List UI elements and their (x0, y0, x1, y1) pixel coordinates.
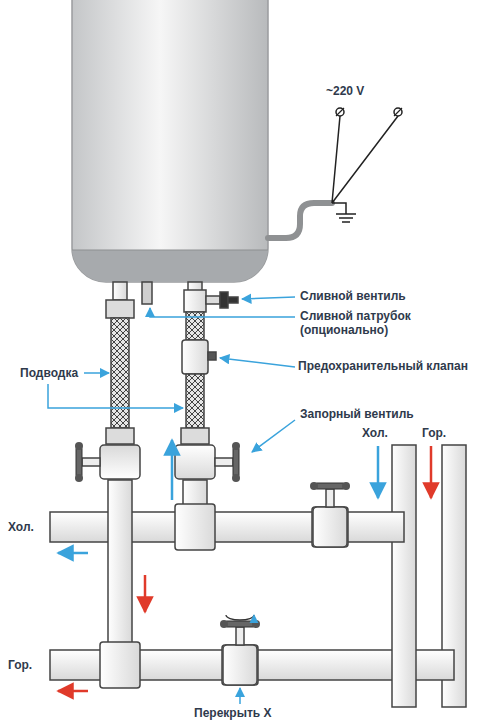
valves (75, 442, 350, 685)
flow-arrows (58, 440, 431, 691)
power-cable (268, 108, 402, 238)
part-label: Подводка (18, 366, 80, 380)
voltage-label: ~220 V (324, 84, 366, 98)
hoses (106, 282, 238, 444)
pipework (50, 445, 466, 707)
flow-label: Гор. (6, 658, 34, 672)
water-heater-tank (60, 0, 280, 290)
flow-label: Гор. (420, 426, 448, 440)
part-label: Сливной вентиль (298, 289, 408, 303)
instruction-label: Перекрыть Х (192, 706, 273, 720)
part-label: Предохранительный клапан (296, 359, 478, 373)
part-label: Запорный вентиль (298, 407, 416, 421)
part-label: Сливной патрубок (опционально) (298, 309, 427, 337)
flow-label: Хол. (6, 520, 36, 534)
flow-label: Хол. (360, 426, 390, 440)
leader-lines (48, 297, 295, 704)
